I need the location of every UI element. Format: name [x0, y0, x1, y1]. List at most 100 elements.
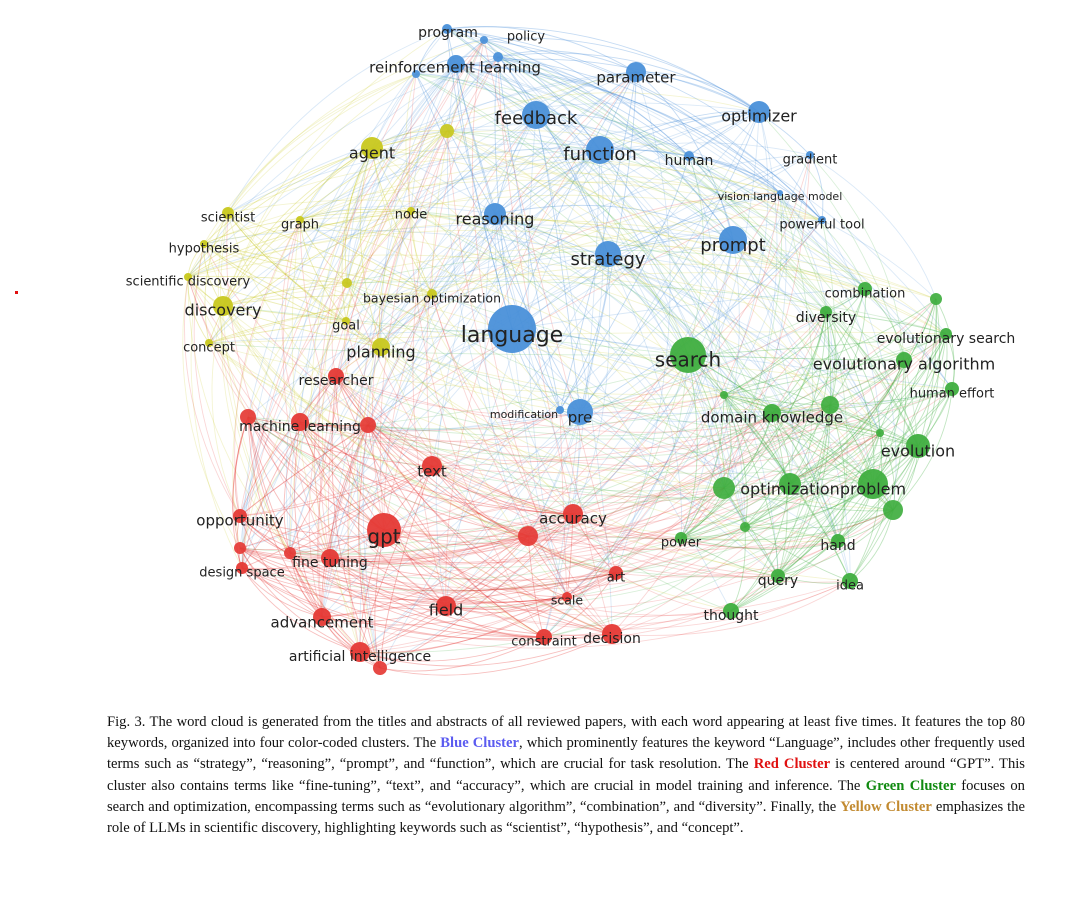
- edge: [405, 73, 417, 212]
- edge: [825, 311, 919, 447]
- edge: [247, 416, 682, 539]
- caption-text-1: Fig. 3. The word cloud is generated from…: [107, 714, 1025, 752]
- edge: [359, 483, 874, 653]
- edge: [607, 253, 725, 489]
- edge: [203, 243, 347, 322]
- edge: [247, 416, 385, 531]
- edge: [239, 412, 773, 552]
- edge: [635, 71, 760, 113]
- edge: [446, 130, 866, 290]
- node-scale: [562, 592, 572, 602]
- edge: [329, 535, 529, 565]
- label-goal: goal: [332, 319, 360, 334]
- edge: [367, 409, 561, 431]
- label-domain-knowledge: domain knowledge: [701, 409, 843, 427]
- label-human-effort: human effort: [910, 387, 995, 402]
- edge: [187, 219, 301, 278]
- edge: [227, 212, 894, 511]
- edge: [572, 239, 734, 515]
- edge: [359, 411, 581, 653]
- edge: [723, 394, 851, 582]
- edge: [359, 111, 760, 653]
- edge: [829, 404, 846, 542]
- edge: [241, 424, 369, 569]
- edge: [232, 219, 301, 549]
- edge: [410, 210, 689, 356]
- edge: [446, 130, 613, 635]
- edge: [379, 210, 412, 348]
- edge: [572, 154, 811, 515]
- edge: [446, 130, 881, 434]
- edge: [329, 432, 881, 565]
- edge: [299, 328, 513, 423]
- edge: [329, 149, 601, 559]
- edge: [455, 63, 881, 434]
- edge: [431, 293, 613, 635]
- edge: [281, 219, 301, 423]
- edge: [289, 71, 637, 554]
- edge: [599, 110, 760, 151]
- edge: [289, 537, 682, 580]
- edge: [566, 483, 791, 598]
- edge: [566, 487, 725, 598]
- edge: [472, 39, 568, 598]
- edge: [359, 114, 537, 653]
- edge: [445, 394, 725, 607]
- edge: [379, 253, 609, 669]
- edge: [227, 212, 382, 348]
- edge: [331, 282, 348, 377]
- label-human: human: [665, 153, 714, 169]
- edge: [329, 513, 574, 563]
- edge: [241, 465, 433, 569]
- edge: [282, 219, 331, 559]
- edge: [187, 219, 937, 300]
- edge: [241, 483, 874, 592]
- node-agent: [361, 137, 383, 159]
- edge: [222, 130, 448, 307]
- edge: [511, 328, 839, 542]
- edge: [299, 56, 499, 221]
- edge: [730, 483, 874, 612]
- edge: [688, 155, 823, 221]
- edge: [483, 39, 617, 574]
- edge: [208, 71, 637, 344]
- edge: [289, 412, 773, 556]
- node-search: [670, 337, 706, 373]
- edge: [239, 515, 617, 581]
- edge: [872, 333, 947, 485]
- edge: [310, 147, 373, 559]
- edge: [383, 71, 637, 531]
- edge: [346, 63, 457, 284]
- label-planning: planning: [346, 343, 415, 362]
- edge: [367, 424, 574, 515]
- edge: [208, 342, 725, 396]
- edge: [346, 282, 839, 542]
- edge: [543, 411, 581, 638]
- edge: [187, 276, 347, 322]
- edge: [410, 210, 894, 511]
- edge: [837, 445, 919, 542]
- node-concept: [205, 339, 213, 347]
- edge: [227, 28, 448, 214]
- edge: [344, 147, 373, 284]
- edge: [187, 254, 827, 313]
- edge: [247, 416, 447, 607]
- node-reasoning: [484, 203, 506, 225]
- caption-green-cluster: Green Cluster: [865, 777, 956, 794]
- node-hypothesis: [200, 240, 208, 248]
- edge: [771, 412, 894, 511]
- edge: [607, 192, 781, 255]
- edge: [299, 219, 513, 330]
- edge: [680, 404, 831, 539]
- caption-text-4: focuses on search and optimization, enco…: [107, 777, 1025, 815]
- edge: [410, 142, 811, 212]
- node-query: [771, 569, 785, 583]
- edge: [187, 194, 823, 278]
- edge: [680, 483, 874, 539]
- node-evo-search: [940, 328, 952, 340]
- edge: [187, 210, 412, 278]
- edge: [455, 63, 513, 330]
- edge: [680, 526, 746, 540]
- edge: [431, 465, 779, 577]
